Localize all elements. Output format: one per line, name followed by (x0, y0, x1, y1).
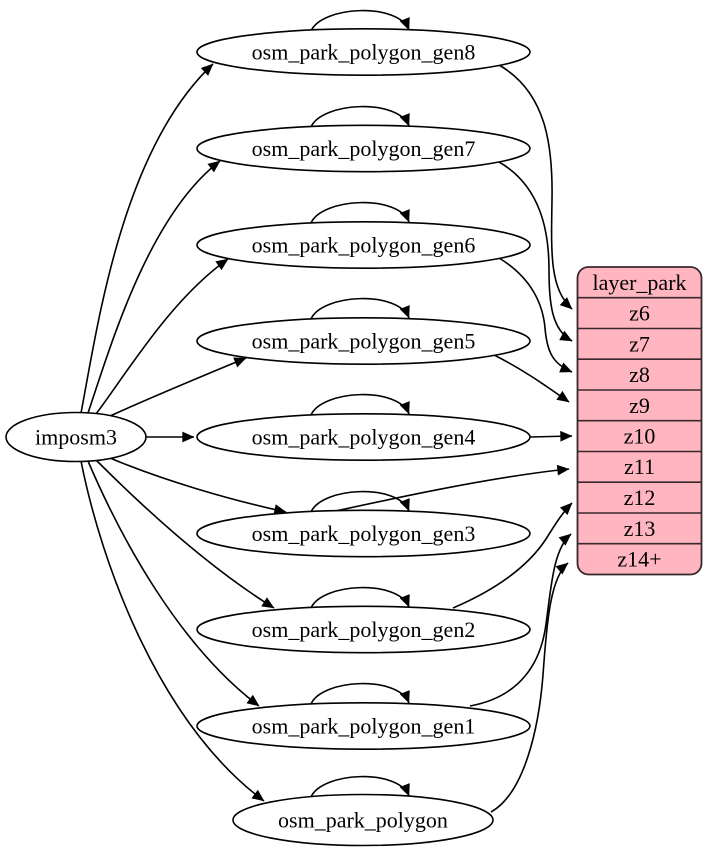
edge-polygon-to-z14plus (490, 562, 569, 813)
polygon-ellipse (232, 793, 494, 847)
record-row-z9: z9 (629, 393, 650, 418)
self-loop-polygon (310, 775, 410, 798)
node-osm-park-polygon-gen1: osm_park_polygon_gen1 (196, 701, 531, 750)
edge-gen1-to-z13 (469, 533, 572, 707)
gen2-label: osm_park_polygon_gen2 (252, 617, 476, 642)
self-loop-gen8 (310, 9, 410, 32)
edge-group-source-to-tables (80, 63, 287, 802)
gen4-ellipse (196, 412, 531, 461)
gen7-ellipse (196, 124, 531, 173)
record-row-z6: z6 (629, 301, 650, 326)
edge-gen2-to-z12 (452, 502, 573, 609)
polygon-label: osm_park_polygon (278, 808, 448, 833)
record-row-z12: z12 (624, 485, 656, 510)
self-loop-gen6 (310, 201, 410, 224)
node-osm-park-polygon-gen8: osm_park_polygon_gen8 (196, 27, 531, 77)
edge-gen6-to-z8 (498, 257, 573, 373)
edge-imposm3-to-gen6 (95, 258, 229, 415)
self-loop-gen5 (310, 297, 410, 320)
record-row-z11: z11 (624, 454, 655, 479)
node-osm-park-polygon-gen7: osm_park_polygon_gen7 (196, 124, 531, 173)
gen4-label: osm_park_polygon_gen4 (252, 425, 476, 450)
record-row-z8: z8 (629, 362, 650, 387)
gen8-ellipse (196, 27, 531, 77)
gen5-ellipse (196, 316, 531, 365)
node-imposm3: imposm3 (5, 411, 147, 463)
record-row-z13: z13 (624, 516, 656, 541)
edge-imposm3-to-polygon (80, 460, 265, 802)
gen1-label: osm_park_polygon_gen1 (252, 714, 476, 739)
node-layer-park: layer_park z6 z7 z8 z9 z10 z11 z12 z13 z… (576, 266, 703, 576)
node-osm-park-polygon-gen5: osm_park_polygon_gen5 (196, 316, 531, 365)
record-row-z14plus: z14+ (617, 547, 661, 572)
edge-imposm3-to-gen1 (87, 460, 260, 707)
gen5-label: osm_park_polygon_gen5 (252, 329, 476, 354)
gen6-label: osm_park_polygon_gen6 (252, 233, 476, 258)
edge-gen4-to-z10 (529, 430, 573, 442)
layer-park-title: layer_park (592, 270, 686, 295)
node-osm-park-polygon-gen4: osm_park_polygon_gen4 (196, 412, 531, 461)
edge-imposm3-to-gen3 (109, 457, 287, 515)
gen8-label: osm_park_polygon_gen8 (252, 40, 476, 65)
edge-imposm3-to-gen8 (80, 63, 214, 414)
node-osm-park-polygon-gen3: osm_park_polygon_gen3 (196, 509, 531, 558)
gen1-ellipse (196, 701, 531, 750)
node-osm-park-polygon-gen2: osm_park_polygon_gen2 (196, 605, 531, 654)
gen6-ellipse (196, 221, 531, 270)
gen3-ellipse (196, 509, 531, 558)
edge-group-tables-to-layer (298, 64, 573, 813)
record-row-z10: z10 (624, 424, 656, 449)
imposm3-ellipse (5, 411, 147, 463)
self-loop-gen4 (310, 393, 410, 416)
imposm3-label: imposm3 (35, 425, 117, 450)
self-loop-gen7 (310, 105, 410, 128)
edge-imposm3-to-gen5 (109, 357, 247, 417)
edge-imposm3-to-gen2 (95, 459, 275, 609)
self-loop-gen3 (310, 490, 410, 513)
edge-gen7-to-z7 (498, 161, 573, 342)
edge-group-self-loops (310, 9, 410, 798)
gen2-ellipse (196, 605, 531, 654)
node-osm-park-polygon: osm_park_polygon (232, 793, 494, 847)
edge-gen5-to-z9 (493, 354, 570, 403)
edge-gen8-to-z6 (498, 64, 573, 310)
gen7-label: osm_park_polygon_gen7 (252, 136, 476, 161)
node-osm-park-polygon-gen6: osm_park_polygon_gen6 (196, 221, 531, 270)
record-row-z7: z7 (629, 332, 650, 357)
self-loop-gen2 (310, 586, 410, 609)
edge-imposm3-to-gen7 (87, 160, 221, 414)
self-loop-gen1 (310, 682, 410, 705)
gen3-label: osm_park_polygon_gen3 (252, 521, 476, 546)
